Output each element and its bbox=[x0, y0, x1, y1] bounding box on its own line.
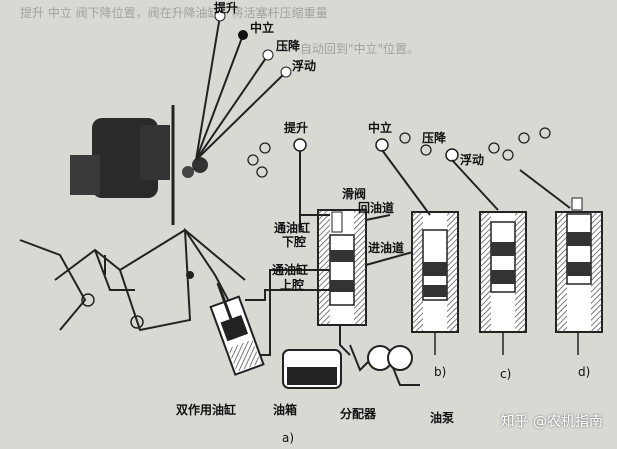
valve-b bbox=[381, 149, 459, 355]
label-distributor: 分配器 bbox=[340, 407, 377, 421]
lever-knob-float bbox=[280, 66, 292, 78]
header-bleed-line-2: 自动回到"中立"位置。 bbox=[300, 42, 420, 56]
label-cyl-upper-1: 通油缸 bbox=[272, 263, 309, 277]
label-cyl-upper-2: 上腔 bbox=[280, 278, 305, 292]
lever-knob-lift bbox=[214, 10, 226, 22]
top-label-press: 压降 bbox=[276, 39, 301, 53]
valve-label-press: 压降 bbox=[422, 131, 447, 145]
oil-tank bbox=[282, 349, 342, 389]
top-label-float: 浮动 bbox=[292, 59, 317, 73]
tractor-housing bbox=[70, 105, 208, 225]
valve-c bbox=[451, 159, 527, 355]
watermark: 知乎 @农机指南 bbox=[500, 414, 603, 430]
sub-label-b: b) bbox=[434, 365, 447, 379]
valve-label-neutral: 中立 bbox=[368, 121, 393, 135]
lever-position-circles bbox=[247, 127, 551, 178]
label-cyl-lower-2: 下腔 bbox=[282, 235, 307, 249]
label-oil-pump: 油泵 bbox=[430, 411, 455, 425]
label-slide-valve: 滑阀 bbox=[342, 187, 367, 201]
lever-knob-press bbox=[262, 49, 274, 61]
label-oil-inlet: 进油道 bbox=[368, 241, 405, 255]
label-oil-tank: 油箱 bbox=[273, 403, 298, 417]
lever-fan bbox=[195, 15, 287, 161]
valve-knob-neutral bbox=[375, 138, 389, 152]
valve-label-float: 浮动 bbox=[460, 153, 485, 167]
valve-label-lift: 提升 bbox=[284, 121, 309, 135]
valve-d bbox=[519, 169, 603, 355]
sub-label-a: a) bbox=[282, 431, 295, 445]
main-valve bbox=[299, 148, 367, 326]
top-label-neutral: 中立 bbox=[250, 21, 275, 35]
label-return-channel: 回油道 bbox=[358, 201, 395, 215]
double-acting-cylinder bbox=[209, 282, 265, 376]
valve-knob-press bbox=[445, 148, 459, 162]
sub-label-c: c) bbox=[500, 367, 512, 381]
valve-knob-lift bbox=[293, 138, 307, 152]
top-label-lift: 提升 bbox=[214, 1, 239, 15]
label-double-cyl: 双作用油缸 bbox=[176, 403, 237, 417]
header-bleed-line-1: 提升 中立 阀下降位置，阀在升降油缸，将活塞杆压缩重量 bbox=[20, 6, 328, 20]
oil-pump bbox=[367, 345, 413, 371]
lever-knob-neutral bbox=[238, 30, 248, 40]
label-cyl-lower-1: 通油缸 bbox=[274, 221, 311, 235]
sub-label-d: d) bbox=[578, 365, 591, 379]
